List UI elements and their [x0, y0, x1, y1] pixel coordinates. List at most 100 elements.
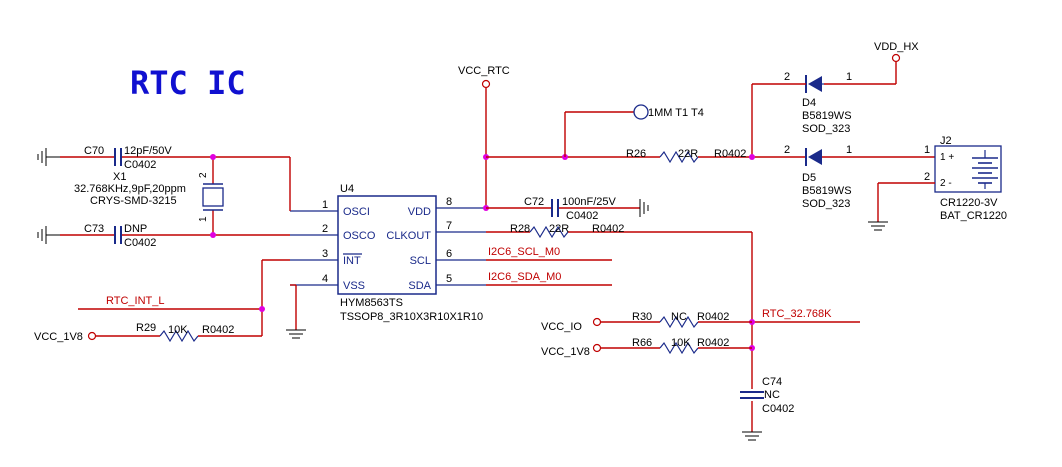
- c70-value: 12pF/50V: [124, 145, 172, 157]
- r26-value: 22R: [678, 148, 698, 160]
- x1-pin2: 2: [198, 172, 209, 178]
- capacitor-c72[interactable]: [551, 199, 559, 217]
- resistor-r26[interactable]: [659, 150, 699, 164]
- c74-gap: [748, 389, 756, 401]
- resistor-r28[interactable]: [529, 225, 569, 239]
- r29-ref: R29: [136, 322, 156, 334]
- capacitor-c73[interactable]: [114, 226, 122, 244]
- port-vcc-1v8-b[interactable]: [592, 343, 602, 353]
- pin-6-num: 6: [446, 248, 452, 260]
- j2-part: CR1220-3V: [940, 197, 998, 209]
- j2-pin1: 1: [924, 144, 930, 156]
- r66-ref: R66: [632, 337, 652, 349]
- r26-ref: R26: [626, 148, 646, 160]
- resistor-r30[interactable]: [659, 315, 699, 329]
- pin-3-num: 3: [322, 248, 328, 260]
- r30-ref: R30: [632, 311, 652, 323]
- net-vdd-hx: VDD_HX: [874, 41, 919, 53]
- c74-ref: C74: [762, 376, 782, 388]
- junction-x1-bottom: [210, 232, 216, 238]
- x1-package: CRYS-SMD-3215: [90, 195, 177, 207]
- diode-d5[interactable]: [805, 148, 822, 166]
- j2-ref: J2: [940, 135, 952, 147]
- net-rtc-int: RTC_INT_L: [106, 295, 164, 307]
- ground-symbol-c73: [37, 226, 60, 244]
- pin-name-vss: VSS: [343, 280, 365, 292]
- pin-1-num: 1: [322, 199, 328, 211]
- d5-package: SOD_323: [802, 198, 850, 210]
- net-rtc-clk: RTC_32.768K: [762, 308, 832, 320]
- c70-package: C0402: [124, 159, 156, 171]
- capacitor-c70[interactable]: [114, 148, 122, 166]
- battery-j2-body[interactable]: [934, 145, 1002, 193]
- pin-name-clkout: CLKOUT: [386, 230, 431, 242]
- x1-value: 32.768KHz,9pF,20ppm: [74, 183, 186, 195]
- test-point-label: 1MM T1 T4: [648, 107, 704, 119]
- pin-name-osci: OSCI: [343, 206, 370, 218]
- c73-value: DNP: [124, 223, 147, 235]
- x1-pin1: 1: [198, 216, 209, 222]
- d5-ref: D5: [802, 172, 816, 184]
- ground-symbol-c72: [639, 199, 649, 217]
- r26-package: R0402: [714, 148, 746, 160]
- d4-part: B5819WS: [802, 110, 852, 122]
- pin-name-osco: OSCO: [343, 230, 376, 242]
- crystal-x1[interactable]: [202, 183, 224, 211]
- d4-pin-a: 2: [784, 71, 790, 83]
- r66-package: R0402: [697, 337, 729, 349]
- net-vcc-io: VCC_IO: [541, 321, 582, 333]
- d4-ref: D4: [802, 97, 816, 109]
- d5-pin-k: 1: [846, 144, 852, 156]
- resistor-r66[interactable]: [659, 341, 699, 355]
- net-vcc-1v8-a: VCC_1V8: [34, 331, 83, 343]
- c74-package: C0402: [762, 403, 794, 415]
- c72-package: C0402: [566, 210, 598, 222]
- ic-u4-ref: U4: [340, 183, 354, 195]
- port-vdd-hx[interactable]: [891, 53, 901, 63]
- j2-package: BAT_CR1220: [940, 210, 1007, 222]
- c74-value: NC: [764, 389, 780, 401]
- j2-minus-label: 2 -: [940, 178, 952, 189]
- r29-value: 10K: [168, 324, 188, 336]
- net-sda: I2C6_SDA_M0: [488, 271, 561, 283]
- x1-ref: X1: [113, 171, 126, 183]
- r28-ref: R28: [510, 223, 530, 235]
- junction-int: [259, 306, 265, 312]
- ground-symbol-c70: [37, 148, 60, 166]
- pin-name-scl: SCL: [410, 255, 431, 267]
- ground-symbol-vss: [286, 329, 306, 339]
- port-vcc-1v8-a[interactable]: [87, 331, 97, 341]
- junction-d4-d5: [749, 154, 755, 160]
- ic-u4-body[interactable]: [337, 195, 437, 295]
- pin-7-num: 7: [446, 220, 452, 232]
- pin-name-int: INT: [343, 255, 361, 267]
- port-vcc-io[interactable]: [592, 317, 602, 327]
- resistor-r29[interactable]: [159, 329, 199, 343]
- pin-8-num: 8: [446, 196, 452, 208]
- d4-package: SOD_323: [802, 123, 850, 135]
- r28-value: 22R: [549, 223, 569, 235]
- r28-package: R0402: [592, 223, 624, 235]
- port-vcc-rtc[interactable]: [481, 79, 491, 89]
- ground-symbol-j2: [868, 221, 888, 231]
- d5-part: B5819WS: [802, 185, 852, 197]
- pin-2-num: 2: [322, 223, 328, 235]
- ic-u4-part: HYM8563TS: [340, 297, 403, 309]
- pin-4-num: 4: [322, 273, 328, 285]
- c73-package: C0402: [124, 237, 156, 249]
- junction-x1-top: [210, 154, 216, 160]
- d5-pin-a: 2: [784, 144, 790, 156]
- c70-ref: C70: [84, 145, 104, 157]
- test-point-circle[interactable]: [633, 104, 649, 120]
- sheet-title: RTC IC: [130, 64, 246, 102]
- r66-value: 10K: [671, 337, 691, 349]
- j2-pin2: 2: [924, 171, 930, 183]
- pin-name-vdd: VDD: [408, 206, 431, 218]
- d4-pin-k: 1: [846, 71, 852, 83]
- j2-plus-label: 1 +: [940, 152, 954, 163]
- r29-package: R0402: [202, 324, 234, 336]
- net-vcc-rtc: VCC_RTC: [458, 65, 510, 77]
- c73-ref: C73: [84, 223, 104, 235]
- diode-d4[interactable]: [805, 75, 824, 93]
